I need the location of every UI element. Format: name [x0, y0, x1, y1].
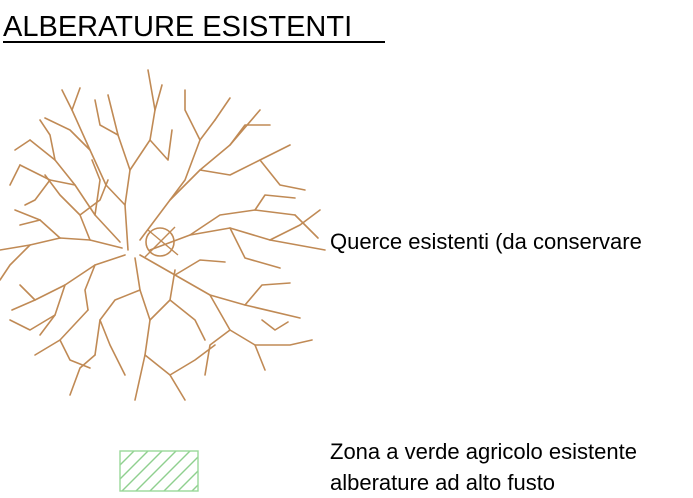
- title-underline: [3, 41, 385, 43]
- agricultural-zone-swatch: [119, 450, 199, 492]
- tree-trunk-cross-b: [147, 229, 179, 256]
- oak-tree-symbol: [0, 69, 326, 401]
- legend-label-zona-line2: alberature ad alto fusto: [330, 470, 556, 495]
- tree-branches: [0, 69, 326, 401]
- tree-trunk-circle: [145, 227, 175, 257]
- legend-title: ALBERATURE ESISTENTI: [3, 11, 353, 43]
- legend-label-querce: Querce esistenti (da conservare: [330, 229, 642, 254]
- tree-trunk-cross-a: [144, 226, 176, 258]
- legend-label-zona-line1: Zona a verde agricolo esistente: [330, 439, 637, 464]
